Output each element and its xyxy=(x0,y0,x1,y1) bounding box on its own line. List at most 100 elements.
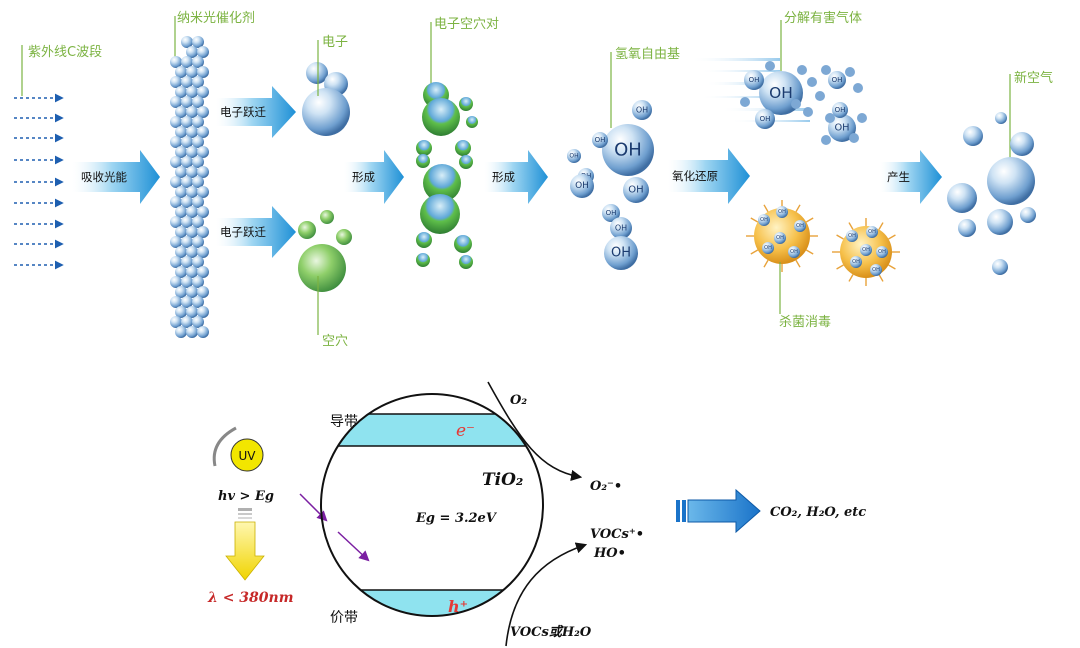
photon-arrow-2 xyxy=(337,531,370,562)
form-label-2: 形成 xyxy=(492,170,515,184)
bacteria-spike xyxy=(805,217,814,223)
hydroxyl-radical xyxy=(794,220,806,232)
catalyst-sphere xyxy=(170,316,182,328)
oh-text: OH xyxy=(878,249,886,255)
oh-text: OH xyxy=(835,106,846,114)
electron-symbol: e⁻ xyxy=(456,421,475,441)
gas-fragment xyxy=(807,77,817,87)
catalyst-sphere xyxy=(175,186,187,198)
catalyst-sphere xyxy=(170,96,182,108)
oh-text: OH xyxy=(749,76,760,84)
hydroxyl-radical xyxy=(610,217,632,239)
catalyst-sphere xyxy=(175,166,187,178)
catalyst-sphere xyxy=(197,46,209,58)
catalyst-sphere xyxy=(186,86,198,98)
hydroxyl-radical xyxy=(602,204,620,222)
nano-catalyst-spheres xyxy=(170,36,209,338)
bacteria-spike xyxy=(805,249,814,255)
hydroxyl-radical xyxy=(876,246,888,258)
bacteria-spike xyxy=(763,259,769,268)
catalyst-sphere xyxy=(197,166,209,178)
uv-source: UV xyxy=(212,426,264,472)
catalyst-sphere xyxy=(175,146,187,158)
fresh-air-label: 新空气 xyxy=(1014,70,1053,86)
gas-fragment xyxy=(849,133,859,143)
catalyst-sphere xyxy=(197,306,209,318)
gas-fragment xyxy=(825,113,835,123)
oh-text: OH xyxy=(769,84,793,102)
bacteria-spike xyxy=(848,222,854,230)
absorb-light-label: 吸收光能 xyxy=(81,170,127,184)
oh-text: OH xyxy=(778,209,786,215)
bacteria-spike xyxy=(795,259,801,268)
catalyst-sphere xyxy=(175,326,187,338)
decompose-gas-label: 分解有害气体 xyxy=(784,10,862,26)
catalyst-sphere xyxy=(192,136,204,148)
catalyst-sphere xyxy=(175,226,187,238)
catalyst-sphere xyxy=(192,36,204,48)
catalyst-sphere xyxy=(186,206,198,218)
oh-text: OH xyxy=(776,235,784,241)
catalyst-sphere xyxy=(175,266,187,278)
electron-label: 电子 xyxy=(322,35,348,50)
conduction-band-label: 导带 xyxy=(330,414,358,430)
form-arrow-1: 形成 xyxy=(344,150,404,204)
gas-fragment xyxy=(857,113,867,123)
uv-rays xyxy=(14,93,64,270)
oh-text: OH xyxy=(628,185,643,196)
gas-fragment xyxy=(791,99,801,109)
catalyst-sphere xyxy=(181,36,193,48)
gas-fragment xyxy=(765,61,775,71)
hydroxyl-radical xyxy=(774,232,786,244)
produce-arrow: 产生 xyxy=(880,150,942,204)
catalyst-sphere xyxy=(192,196,204,208)
catalyst-sphere xyxy=(181,316,193,328)
superoxide-label: O₂⁻• xyxy=(590,479,622,494)
catalyst-sphere xyxy=(175,126,187,138)
catalyst-sphere xyxy=(197,246,209,258)
hydroxyl-radical xyxy=(870,264,882,276)
hydroxyl-radical xyxy=(776,206,788,218)
catalyst-sphere xyxy=(186,146,198,158)
catalyst-sphere xyxy=(170,156,182,168)
catalyst-sphere xyxy=(181,276,193,288)
reduction-curve xyxy=(487,381,583,481)
oh-text: OH xyxy=(852,259,860,265)
oh-text: OH xyxy=(575,181,589,191)
catalyst-sphere xyxy=(197,146,209,158)
catalyst-sphere xyxy=(197,86,209,98)
hydroxyl-radical xyxy=(846,230,858,242)
catalyst-sphere xyxy=(175,106,187,118)
ho-radical-label: HO• xyxy=(593,546,626,561)
gas-fragment xyxy=(740,97,750,107)
uv-c-label: 紫外线C波段 xyxy=(28,45,102,60)
valence-band-label: 价带 xyxy=(330,610,358,626)
oxidation-curve xyxy=(505,542,588,647)
oh-text: OH xyxy=(796,223,804,229)
electron-jump-arrow-bottom: 电子跃迁 xyxy=(216,206,296,258)
catalyst-sphere xyxy=(186,126,198,138)
bacteria-spike xyxy=(878,274,884,282)
uv-label: UV xyxy=(239,449,257,463)
oh-text: OH xyxy=(636,106,648,115)
oh-text: OH xyxy=(606,209,617,217)
catalyst-sphere xyxy=(192,316,204,328)
catalyst-sphere xyxy=(175,246,187,258)
products-label: CO₂, H₂O, etc xyxy=(770,505,866,520)
bacteria-spike xyxy=(750,217,759,223)
gas-fragment xyxy=(821,65,831,75)
oh-text: OH xyxy=(832,76,843,84)
catalyst-sphere xyxy=(170,296,182,308)
redox-label: 氧化还原 xyxy=(672,169,718,183)
catalyst-sphere xyxy=(181,56,193,68)
catalyst-sphere xyxy=(181,76,193,88)
catalyst-sphere xyxy=(181,136,193,148)
wavelength-condition: λ < 380nm xyxy=(207,590,294,606)
catalyst-sphere xyxy=(181,296,193,308)
catalyst-sphere xyxy=(170,216,182,228)
catalyst-sphere xyxy=(197,226,209,238)
catalyst-sphere xyxy=(175,66,187,78)
catalyst-sphere xyxy=(181,216,193,228)
bacteria-spike xyxy=(888,234,896,240)
